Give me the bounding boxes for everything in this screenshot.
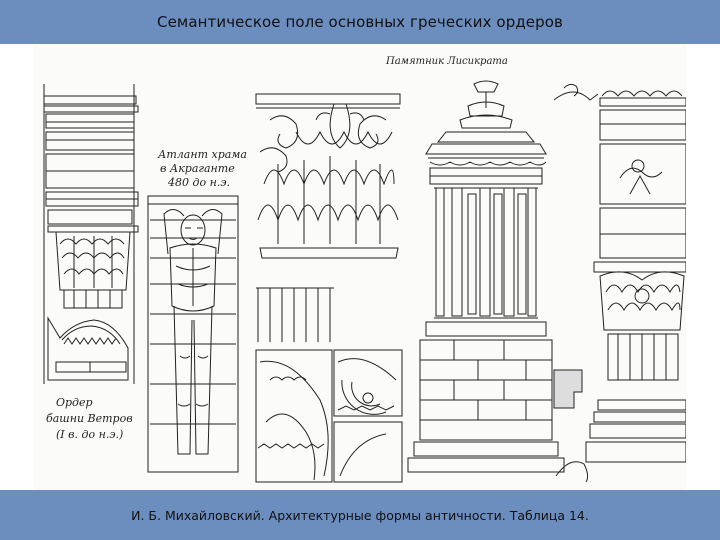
tower-of-winds-order-drawing xyxy=(43,84,139,384)
slide-caption: И. Б. Михайловский. Архитектурные формы … xyxy=(131,507,589,523)
slide-header: Семантическое поле основных греческих ор… xyxy=(0,0,720,44)
right-order-drawing xyxy=(553,83,686,483)
slide-title: Семантическое поле основных греческих ор… xyxy=(157,13,563,31)
slide-footer: И. Б. Михайловский. Архитектурные формы … xyxy=(0,490,720,540)
label-order-line-2: башни Ветров xyxy=(46,412,133,425)
lysicrates-monument-drawing xyxy=(407,80,565,473)
engraving-plate: Ордер башни Ветров (I в. до н.э.) Атлант… xyxy=(34,44,686,490)
label-atlas-line-3: 480 до н.э. xyxy=(167,176,230,189)
corinthian-capital-drawing xyxy=(255,93,401,342)
label-atlas-line-2: в Акраганте xyxy=(160,162,235,175)
label-lysicrates: Памятник Лисикрата xyxy=(385,56,508,67)
label-order-line-1: Ордер xyxy=(56,396,93,409)
plan-details-drawing xyxy=(255,349,403,483)
label-atlas-line-1: Атлант храма xyxy=(157,148,247,161)
engraving-illustration: Ордер башни Ветров (I в. до н.э.) Атлант… xyxy=(43,56,686,483)
atlas-figure-drawing xyxy=(147,195,239,473)
label-order-line-3: (I в. до н.э.) xyxy=(56,428,123,441)
